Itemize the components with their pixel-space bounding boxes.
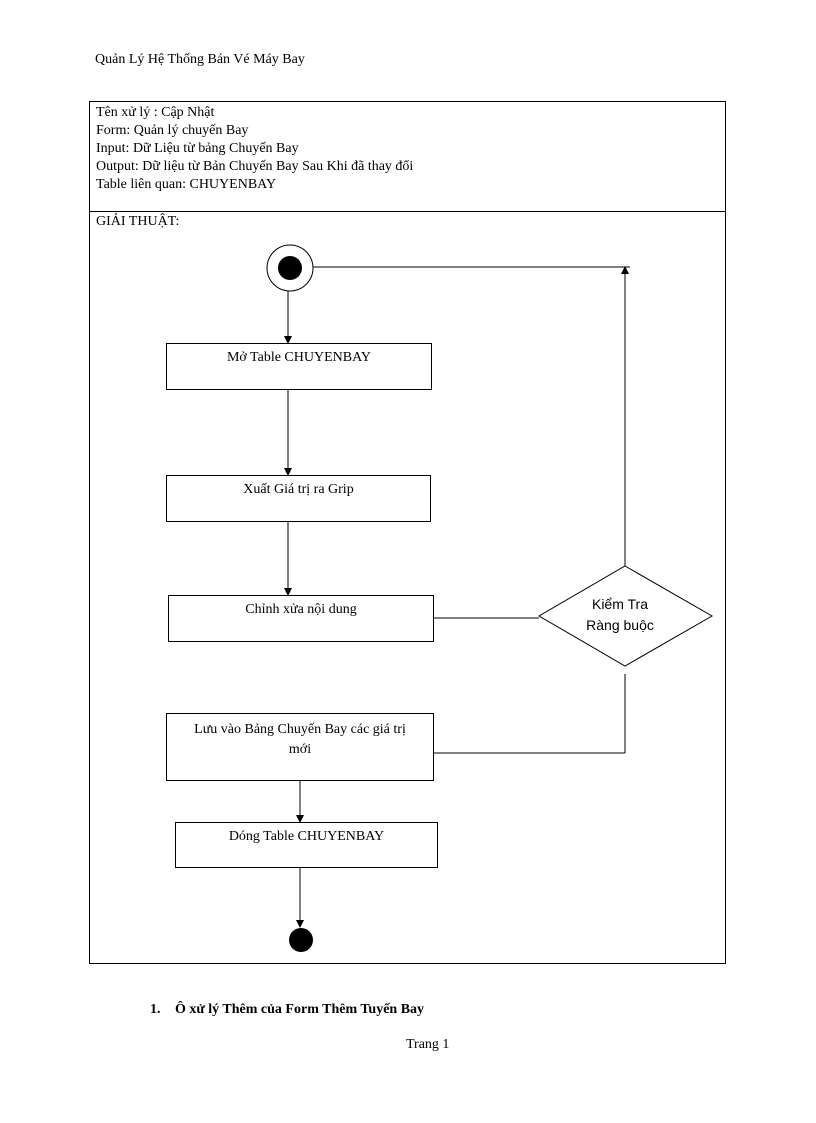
process-input: Input: Dữ Liệu từ bảng Chuyến Bay bbox=[96, 141, 299, 156]
step-export-grip: Xuất Giá trị ra Grip bbox=[166, 475, 431, 522]
section-number: 1. bbox=[150, 1002, 161, 1017]
decision-label-line1: Kiểm Tra bbox=[591, 596, 648, 612]
section-title-text: Ô xử lý Thêm của Form Thêm Tuyến Bay bbox=[175, 1002, 425, 1017]
section-heading: 1. Ô xử lý Thêm của Form Thêm Tuyến Bay bbox=[150, 1002, 424, 1018]
page-header: Quản Lý Hệ Thống Bán Vé Máy Bay bbox=[95, 52, 305, 67]
algorithm-label: GIẢI THUẬT: bbox=[96, 214, 180, 229]
process-frame: Tên xử lý : Cập Nhật Form: Quản lý chuyế… bbox=[89, 101, 726, 964]
page-number: Trang 1 bbox=[406, 1037, 450, 1052]
decision-label-line2: Ràng buộc bbox=[586, 617, 654, 633]
step-save-values: Lưu vào Bảng Chuyến Bay các giá trị mới bbox=[166, 713, 434, 781]
process-form: Form: Quản lý chuyến Bay bbox=[96, 123, 249, 138]
decision-diamond bbox=[538, 565, 714, 667]
end-node bbox=[289, 928, 313, 952]
decision-label: Kiểm Tra Ràng buộc bbox=[560, 594, 680, 636]
process-table: Table liên quan: CHUYENBAY bbox=[96, 177, 277, 192]
step-edit-content: Chỉnh xửa nội dung bbox=[168, 595, 434, 642]
step-close-table: Dóng Table CHUYENBAY bbox=[175, 822, 438, 868]
start-node bbox=[278, 256, 302, 280]
step-open-table: Mở Table CHUYENBAY bbox=[166, 343, 432, 390]
step-save-line1: Lưu vào Bảng Chuyến Bay các giá trị bbox=[194, 722, 406, 737]
process-output: Output: Dữ liệu từ Bản Chuyến Bay Sau Kh… bbox=[96, 159, 414, 174]
process-name: Tên xử lý : Cập Nhật bbox=[96, 105, 215, 120]
step-save-line2: mới bbox=[288, 742, 312, 757]
process-info: Tên xử lý : Cập Nhật Form: Quản lý chuyế… bbox=[90, 102, 725, 212]
